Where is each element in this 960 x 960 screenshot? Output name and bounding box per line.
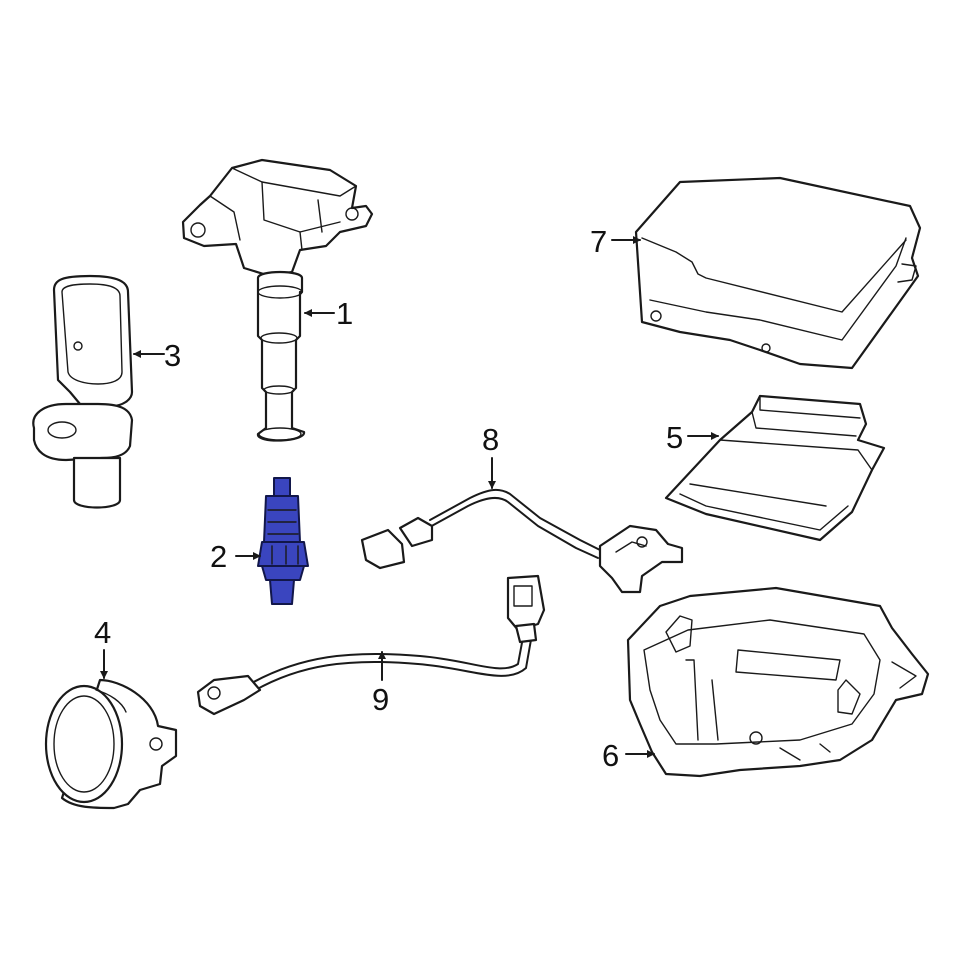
callout-6: 6 [602, 738, 619, 773]
sensor-harness-part[interactable] [360, 488, 684, 594]
control-module-part[interactable] [664, 394, 886, 542]
callout-1: 1 [336, 296, 353, 331]
sensor-cable-part[interactable] [196, 574, 546, 716]
callout-9: 9 [372, 682, 389, 717]
callout-8: 8 [482, 422, 499, 457]
callout-7: 7 [590, 224, 607, 259]
module-cover-part[interactable] [634, 176, 922, 370]
callout-5: 5 [666, 420, 683, 455]
oxygen-sensor-part[interactable] [257, 477, 309, 605]
callout-3: 3 [164, 338, 181, 373]
ignition-coil-part[interactable] [181, 158, 374, 442]
position-sensor-part[interactable] [32, 274, 134, 509]
callout-4: 4 [94, 615, 111, 650]
module-tray-part[interactable] [626, 586, 930, 778]
knock-sensor-part[interactable] [44, 678, 178, 810]
callout-2: 2 [210, 539, 227, 574]
